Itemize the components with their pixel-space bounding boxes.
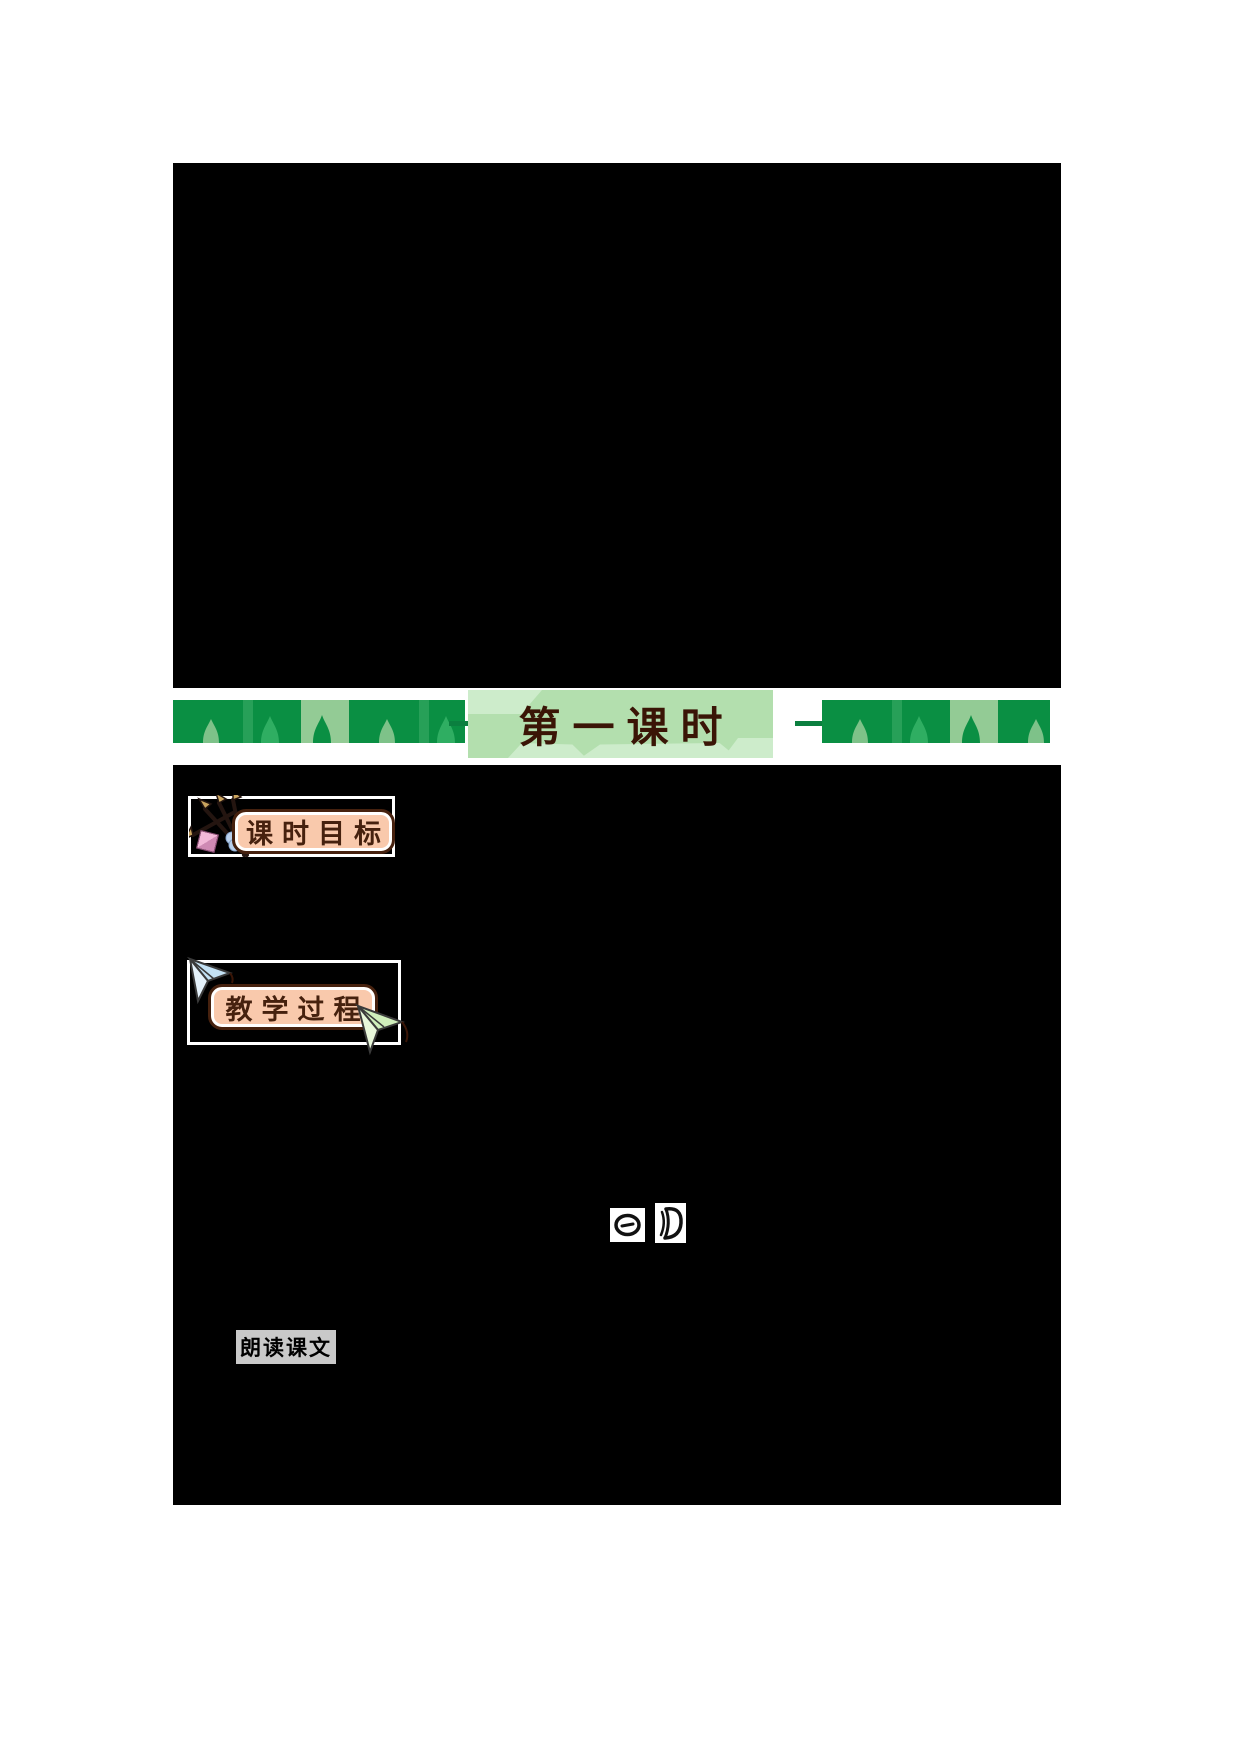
- banner-corner-decoration: [723, 738, 773, 758]
- process-label-box: 教学过程: [208, 984, 378, 1030]
- objectives-label: 课时目标: [246, 819, 390, 850]
- process-badge: 教学过程: [186, 956, 409, 1056]
- banner-dash-left: [449, 721, 476, 726]
- lesson-title-box: 第一课时: [468, 690, 773, 758]
- sun-pictograph-icon: [610, 1208, 645, 1242]
- process-label: 教学过程: [225, 994, 370, 1026]
- content-area: 第一课时: [173, 163, 1061, 1505]
- banner-dash-right: [795, 721, 822, 726]
- highlighted-text: 朗读课文: [236, 1330, 336, 1364]
- objectives-label-box: 课时目标: [232, 809, 395, 854]
- paper-plane-green-icon: [354, 1003, 409, 1056]
- moon-pictograph-icon: [655, 1203, 686, 1243]
- lesson-banner: 第一课时: [173, 688, 1061, 765]
- paper-plane-blue-icon: [186, 956, 234, 1005]
- bamboo-pattern-left-icon: [173, 700, 465, 743]
- objectives-badge: 课时目标: [188, 795, 395, 857]
- lesson-title: 第一课时: [518, 702, 735, 752]
- bamboo-pattern-right-icon: [822, 700, 1050, 743]
- banner-bottom-decoration: [508, 743, 738, 758]
